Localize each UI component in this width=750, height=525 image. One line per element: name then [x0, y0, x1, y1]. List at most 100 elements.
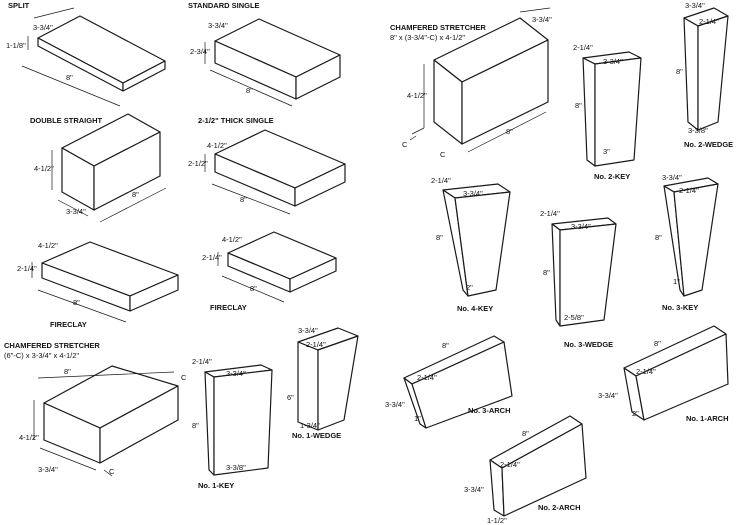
key1-shape [204, 364, 273, 476]
chamfered-a-dim-length: 8" [64, 367, 71, 376]
key3-dim-bottom: 1" [673, 277, 680, 286]
brick-wedge3: 2-1/4" 3-3/4" 8" 2-5/8" No. 3-WEDGE [540, 209, 617, 349]
split-dim-height: 1-1/8" [6, 41, 26, 50]
arch2-dim-side: 3-3/4" [464, 485, 484, 494]
thick-single-dim-height: 2-1/2" [188, 159, 208, 168]
wedge1-name: No. 1-WEDGE [292, 431, 341, 440]
chamfered-b-subtitle: 8" x (3-3/4"-C) x 4-1/2" [390, 33, 465, 42]
key2-name: No. 2-KEY [594, 172, 630, 181]
chamfered-a-shape [43, 365, 179, 464]
brick-arch3: 8" 2-1/4" 3-3/4" 1" No. 3-ARCH [385, 335, 513, 429]
key1-dim-bottom: 3-3/8" [226, 463, 246, 472]
brick-wedge1: 3-3/4" 2-1/4" 6" 1-3/4" No. 1-WEDGE [287, 326, 359, 440]
key3-dim-top-b: 2-1/4" [679, 186, 699, 195]
wedge1-dim-height: 6" [287, 393, 294, 402]
brick-fireclay-a: 4-1/2" 2-1/4" 8" FIRECLAY [17, 241, 179, 329]
arch1-name: No. 1-ARCH [686, 414, 729, 423]
brick-chamfered-a: CHAMFERED STRETCHER (6"-C) x 3-3/4" x 4-… [4, 341, 187, 477]
standard-single-title: STANDARD SINGLE [188, 1, 260, 10]
chamfered-b-c-bottom: C [440, 150, 446, 159]
chamfered-b-dim-lines [409, 7, 551, 153]
wedge3-dim-top-b: 3-3/4" [571, 222, 591, 231]
standard-single-dim-height: 2-3/4" [190, 47, 210, 56]
key4-dim-top-a: 2-1/4" [431, 176, 451, 185]
double-straight-dim-height: 4-1/2" [34, 164, 54, 173]
arch3-name: No. 3-ARCH [468, 406, 511, 415]
arch3-dim-top: 2-1/4" [417, 373, 437, 382]
key1-dim-top-a: 2-1/4" [192, 357, 212, 366]
fireclay-a-dim-width: 4-1/2" [38, 241, 58, 250]
chamfered-a-title: CHAMFERED STRETCHER [4, 341, 100, 350]
brick-split: SPLIT 3-3/4" 1-1/8" 8" [6, 1, 166, 107]
key2-dim-top-a: 2-1/4" [573, 43, 593, 52]
arch1-dim-side: 3-3/4" [598, 391, 618, 400]
chamfered-b-c-left: C [402, 140, 408, 149]
fireclay-b-dim-length: 8" [250, 284, 257, 293]
thick-single-dim-length: 8" [240, 195, 247, 204]
brick-fireclay-b: 4-1/2" 2-1/4" 8" FIRECLAY [202, 231, 337, 312]
fireclay-a-dim-height: 2-1/4" [17, 264, 37, 273]
thick-single-title: 2-1/2" THICK SINGLE [198, 116, 274, 125]
key1-name: No. 1-KEY [198, 481, 234, 490]
brick-thick-single: 2-1/2" THICK SINGLE 4-1/2" 2-1/2" 8" [188, 116, 346, 215]
chamfered-a-c-bottom: C [109, 467, 115, 476]
key1-dim-height: 8" [192, 421, 199, 430]
wedge3-name: No. 3-WEDGE [564, 340, 613, 349]
wedge1-dim-bottom: 1-3/4" [300, 421, 320, 430]
split-dim-length: 8" [66, 73, 73, 82]
fireclay-b-dim-height: 2-1/4" [202, 253, 222, 262]
brick-key2: 2-1/4" 3-3/4" 8" 3" No. 2-KEY [573, 43, 642, 181]
brick-standard-single: STANDARD SINGLE 3-3/4" 2-3/4" 8" [188, 1, 341, 107]
key4-dim-bottom: 2" [466, 283, 473, 292]
brick-key3: 3-3/4" 2-1/4" 8" 1" No. 3-KEY [655, 173, 719, 312]
brick-arch2: 8" 2-1/4" 3-3/4" 1-1/2" No. 2-ARCH [464, 415, 587, 525]
wedge3-shape [551, 217, 617, 327]
brick-key4: 2-1/4" 3-3/4" 8" 2" No. 4-KEY [431, 176, 511, 313]
arch3-dim-side: 3-3/4" [385, 400, 405, 409]
wedge1-dim-top-b: 2-1/4" [306, 340, 326, 349]
arch2-dim-top: 2-1/4" [500, 460, 520, 469]
chamfered-b-dim-top: 3-3/4" [532, 15, 552, 24]
double-straight-dim-lines [51, 150, 167, 223]
wedge3-dim-height: 8" [543, 268, 550, 277]
double-straight-dim-length: 8" [132, 190, 139, 199]
split-shape [37, 15, 166, 92]
arch2-shape [489, 415, 587, 517]
double-straight-dim-width: 3-3/4" [66, 207, 86, 216]
fireclay-b-dim-width: 4-1/2" [222, 235, 242, 244]
fireclay-b-shape [227, 231, 337, 293]
thick-single-dim-width: 4-1/2" [207, 141, 227, 150]
arch3-dim-length: 8" [442, 341, 449, 350]
chamfered-a-dim-height: 4-1/2" [19, 433, 39, 442]
wedge2-dim-top-b: 2-1/4" [699, 17, 719, 26]
wedge1-dim-top-a: 3-3/4" [298, 326, 318, 335]
brick-wedge2: 3-3/4" 2-1/4" 8" 3-3/8" No. 2-WEDGE [676, 1, 733, 149]
wedge2-dim-top-a: 3-3/4" [685, 1, 705, 10]
wedge2-dim-height: 8" [676, 67, 683, 76]
key4-dim-height: 8" [436, 233, 443, 242]
arch3-dim-bottom: 1" [414, 414, 421, 423]
chamfered-a-dim-width: 3-3/4" [38, 465, 58, 474]
key2-dim-height: 8" [575, 101, 582, 110]
split-dim-lines [21, 7, 121, 107]
fireclay-a-shape [41, 241, 179, 312]
wedge3-dim-top-a: 2-1/4" [540, 209, 560, 218]
arch2-dim-length: 8" [522, 429, 529, 438]
key3-dim-top-a: 3-3/4" [662, 173, 682, 182]
chamfered-a-dim-lines [33, 371, 175, 477]
standard-single-dim-lines [204, 42, 293, 107]
chamfered-b-dim-height: 4-1/2" [407, 91, 427, 100]
key2-dim-bottom: 3" [603, 147, 610, 156]
standard-single-dim-length: 8" [246, 86, 253, 95]
brick-chamfered-b: CHAMFERED STRETCHER 8" x (3-3/4"-C) x 4-… [390, 7, 552, 159]
wedge3-dim-bottom: 2-5/8" [564, 313, 584, 322]
split-title: SPLIT [8, 1, 30, 10]
arch3-shape [403, 335, 513, 429]
fireclay-a-dim-length: 8" [73, 298, 80, 307]
thick-single-dim-lines [204, 154, 291, 215]
brick-key1: 2-1/4" 3-3/4" 8" 3-3/8" No. 1-KEY [192, 357, 273, 490]
arch1-shape [623, 325, 729, 421]
wedge2-dim-bottom: 3-3/8" [688, 126, 708, 135]
